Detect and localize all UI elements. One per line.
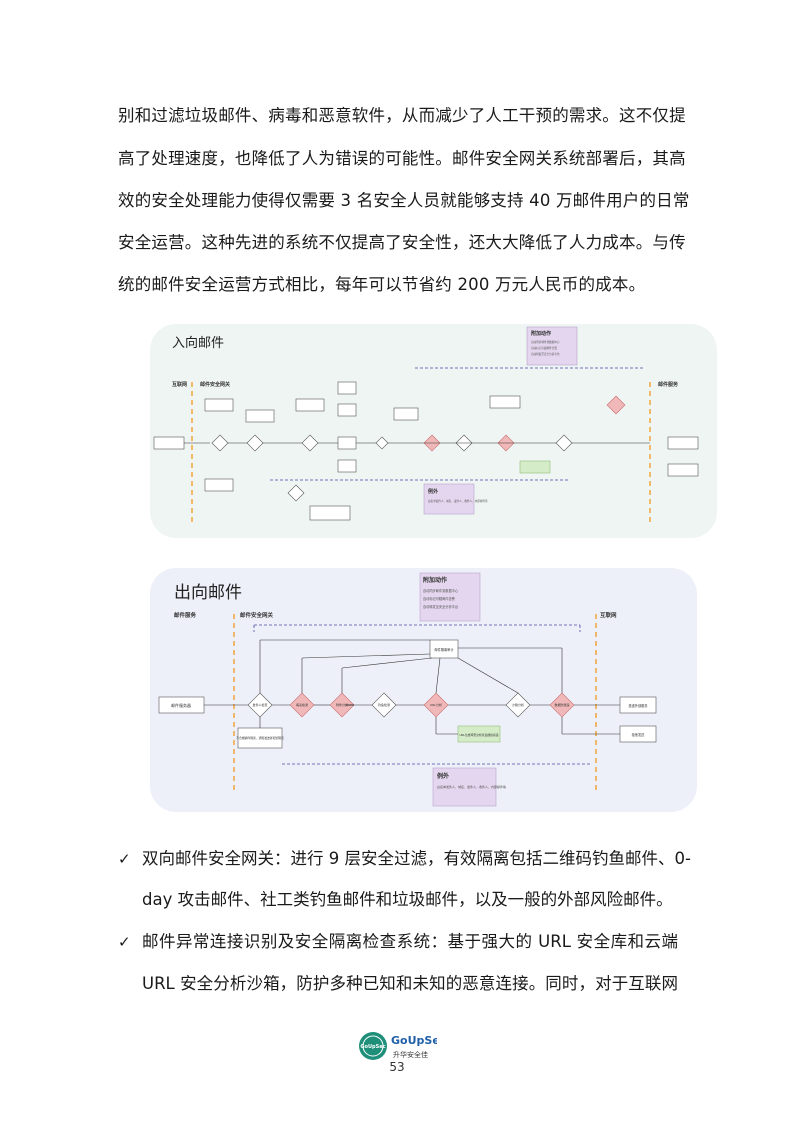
outbound-lane-internet: 互联网 bbox=[600, 611, 617, 619]
goupsec-logo-icon: GoUpSec GoUpSec 升华安全佳 bbox=[359, 1032, 446, 1060]
node-avscan: 病毒检测 bbox=[296, 702, 308, 707]
check-icon: ✓ bbox=[118, 933, 131, 951]
outbound-title: 出向邮件 bbox=[174, 583, 242, 603]
outbound-exception-text: 白名单发件人、域名、发件人、收件人、内部邮件等 bbox=[437, 784, 506, 789]
page-number: 53 bbox=[389, 1060, 405, 1074]
node-reject: 拒绝发送 bbox=[632, 732, 646, 737]
outbound-extra-2: 自动标记可疑邮件告警 bbox=[423, 596, 456, 601]
intro-line-2: 高了处理速度，也降低了人为错误的可能性。邮件安全网关系统部署后，其高 bbox=[118, 149, 686, 168]
outbound-lane-gateway: 邮件安全网关 bbox=[240, 611, 274, 619]
node-sandbox: 沙箱分析 bbox=[512, 702, 524, 707]
inbound-lane-mailserver: 邮件服务 bbox=[658, 381, 679, 388]
outbound-extra-1: 自动同步邮件到数据中心 bbox=[423, 588, 459, 593]
inbound-flow-diagram: 互联网 邮件安全网关 邮件服务 附加动作 自动同步邮件到数据中心 自动标记可疑邮… bbox=[153, 326, 699, 522]
bullet-item-1-cont: day 攻击邮件、社工类钓鱼邮件和垃圾邮件，以及一般的外部风险邮件。 bbox=[118, 885, 678, 915]
inbound-lane-internet: 互联网 bbox=[172, 381, 187, 388]
node-attach: 附件分析 bbox=[336, 702, 348, 707]
inbound-extra-2: 自动标记可疑邮件告警 bbox=[531, 346, 557, 350]
bullet-item-2-cont: URL 安全分析沙箱，防护多种已知和未知的恶意连接。同时，对于互联网 bbox=[118, 969, 678, 999]
bullet-1-line-1: 双向邮件安全网关：进行 9 层安全过滤，有效隔离包括二维码钓鱼邮件、0- bbox=[142, 849, 691, 868]
bullet-2-line-1: 邮件异常连接识别及安全隔离检查系统：基于强大的 URL 安全库和云端 bbox=[142, 932, 678, 951]
logo-subtitle: 升华安全佳 bbox=[393, 1050, 428, 1059]
inbound-extra-title: 附加动作 bbox=[531, 330, 551, 337]
outbound-extra-3: 自动转发至安全分析平台 bbox=[423, 604, 458, 609]
node-result: 邮件隔离审计 bbox=[434, 647, 454, 652]
intro-line-4: 安全运营。这种先进的系统不仅提高了安全性，还大大降低了人力成本。与传 bbox=[118, 233, 686, 252]
inbound-mail-figure: 入向邮件 互联网 邮件安全网关 邮件服务 附加动作 自动同步邮件到数据中心 自动… bbox=[150, 324, 717, 538]
node-deliver: 投递外部服务 bbox=[628, 703, 648, 708]
node-source: 邮件服务器 bbox=[171, 702, 191, 708]
bullet-2-line-2: URL 安全分析沙箱，防护多种已知和未知的恶意连接。同时，对于互联网 bbox=[142, 974, 678, 993]
intro-line-1: 别和过滤垃圾邮件、病毒和恶意软件，从而减少了人工干预的需求。这不仅提 bbox=[118, 106, 686, 125]
intro-line-5: 统的邮件安全运营方式相比，每年可以节省约 200 万元人民币的成本。 bbox=[118, 275, 646, 294]
outbound-flow-diagram: 邮件服务 邮件安全网关 互联网 附加动作 自动同步邮件到数据中心 自动标记可疑邮… bbox=[158, 572, 657, 807]
svg-text:GoUpSec: GoUpSec bbox=[360, 1044, 385, 1050]
inbound-exception-text: 白名单发件人、域名、发件人、收件人、内部邮件等 bbox=[428, 499, 488, 503]
inbound-title: 入向邮件 bbox=[172, 336, 225, 351]
inbound-extra-1: 自动同步邮件到数据中心 bbox=[531, 340, 560, 344]
bullet-item-1: ✓ 双向邮件安全网关：进行 9 层安全过滤，有效隔离包括二维码钓鱼邮件、0- bbox=[118, 844, 691, 874]
node-url: URL分析 bbox=[430, 702, 442, 707]
outbound-mail-figure: 出向邮件 邮件服务 邮件安全网关 互联网 附加动作 自动同步邮件到数据中心 自动… bbox=[150, 568, 697, 812]
node-quarantine: 不合规邮件隔离，通知发送者和管理员 bbox=[236, 736, 284, 740]
node-urldb: URL信誉库安全检查后继续投递 bbox=[459, 733, 498, 737]
outbound-lane-mailserver: 邮件服务 bbox=[174, 611, 197, 619]
node-phish: 钓鱼检测 bbox=[378, 702, 390, 707]
node-check1: 发件人检查 bbox=[252, 702, 267, 707]
bullet-item-2: ✓ 邮件异常连接识别及安全隔离检查系统：基于强大的 URL 安全库和云端 bbox=[118, 927, 678, 957]
logo-text: GoUpSec bbox=[391, 1034, 437, 1047]
outbound-extra-title: 附加动作 bbox=[423, 576, 447, 584]
outbound-exception-title: 例外 bbox=[437, 772, 449, 780]
inbound-exception-title: 例外 bbox=[428, 488, 438, 495]
footer-logo: GoUpSec GoUpSec 升华安全佳 bbox=[357, 1030, 446, 1066]
intro-line-3: 效的安全处理能力使得仅需要 3 名安全人员就能够支持 40 万邮件用户的日常 bbox=[118, 191, 690, 210]
node-dlp: 数据防泄露 bbox=[554, 702, 569, 707]
inbound-extra-3: 自动转发至安全分析平台 bbox=[531, 352, 560, 356]
inbound-lane-gateway: 邮件安全网关 bbox=[200, 381, 230, 388]
bullet-1-line-2: day 攻击邮件、社工类钓鱼邮件和垃圾邮件，以及一般的外部风险邮件。 bbox=[142, 890, 673, 909]
check-icon: ✓ bbox=[118, 850, 131, 868]
